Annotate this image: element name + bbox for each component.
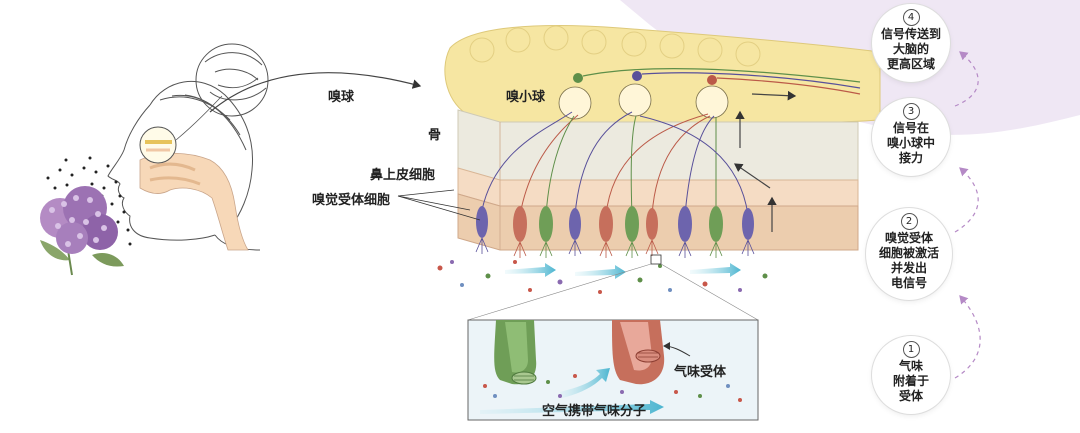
air-flow-arrows [505, 263, 741, 279]
odor-molecules [437, 260, 768, 294]
bulb-signal-arrow [751, 90, 797, 101]
step-2-bubble: 2 嗅觉受体 细胞被激活 并发出 电信号 [866, 208, 952, 300]
step-1-number: 1 [902, 341, 920, 358]
step-4-bubble: 4 信号传送到 大脑的 更高区域 [872, 4, 950, 82]
pointer-arrow-to-bulb [209, 72, 422, 113]
receptor-pointer-arrow [663, 342, 691, 357]
step-connectors [954, 51, 981, 379]
step-3-bubble: 3 信号在 嗅小球中 接力 [872, 98, 950, 176]
label-air-molecules: 空气携带气味分子 [542, 404, 647, 419]
step-4-text: 信号传送到 大脑的 更高区域 [880, 27, 941, 71]
label-bone: 骨 [428, 128, 442, 143]
up-arrow-2 [734, 163, 771, 189]
step-4-number: 4 [902, 9, 920, 26]
receptor-axons [481, 111, 749, 216]
inset-air-arrows [480, 368, 664, 414]
nasal-cavity [139, 152, 249, 251]
odor-dots [46, 156, 132, 246]
step-2-number: 2 [900, 213, 918, 230]
label-epithelium: 鼻上皮细胞 [370, 168, 436, 183]
step-3-number: 3 [902, 103, 920, 120]
cilia [475, 237, 755, 258]
mitral-cells [573, 71, 717, 85]
label-receptor-cells: 嗅觉受体细胞 [312, 193, 391, 208]
label-glomerulus: 嗅小球 [506, 90, 546, 105]
flower-illustration [40, 186, 124, 276]
glomeruli [558, 83, 729, 120]
label-olfactory-bulb: 嗅球 [328, 90, 355, 105]
receptor-neurons [476, 206, 754, 242]
zoom-circle [139, 126, 177, 164]
inset-red-dendrite [612, 320, 665, 385]
head-illustration [107, 43, 269, 251]
step-2-text: 嗅觉受体 细胞被激活 并发出 电信号 [878, 231, 939, 290]
label-odor-receptor: 气味受体 [674, 365, 727, 380]
step-1-text: 气味 附着于 受体 [892, 359, 929, 403]
inset-molecules [483, 374, 742, 402]
inset-green-dendrite [494, 320, 537, 385]
step-1-bubble: 1 气味 附着于 受体 [872, 336, 950, 414]
step-3-text: 信号在 嗅小球中 接力 [886, 121, 935, 165]
bulb-axons [582, 68, 861, 95]
